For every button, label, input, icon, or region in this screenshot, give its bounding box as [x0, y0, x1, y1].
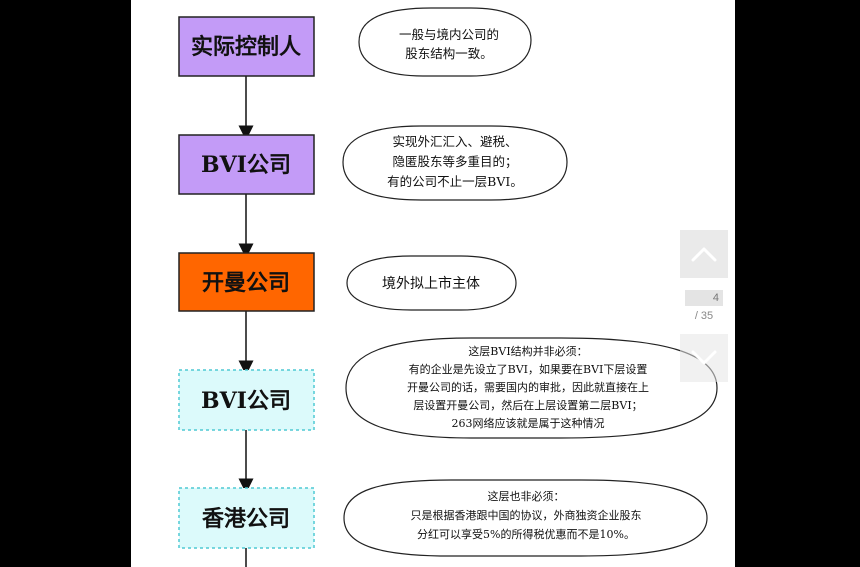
previous-page-button[interactable]: [680, 230, 728, 278]
note-text-line: 只是根据香港跟中国的协议，外商独资企业股东: [411, 508, 642, 522]
flow-box-bvi-company-optional: BVI公司: [178, 369, 315, 431]
flow-box-label: 实际控制人: [191, 34, 301, 60]
note-bubble: 一般与境内公司的 股东结构一致。: [358, 7, 532, 77]
page-navigation: 4 / 35: [680, 230, 728, 382]
note-bubble: 这层BVI结构并非必须： 有的企业是先设立了BVI，如果要在BVI下层设置 开曼…: [345, 337, 718, 439]
document-page: 实际控制人 BVI公司 开曼公司 BVI公司 香港公司 一般与境内公司的 股东结…: [131, 0, 735, 567]
note-text-line: 有的公司不止一层BVI。: [387, 174, 523, 189]
note-text-line: 263网络应该就是属于这种情况: [452, 416, 605, 430]
current-page-number[interactable]: 4: [685, 290, 723, 306]
note-text-line: 实现外汇汇入、避税、: [392, 134, 517, 149]
flow-box-label: 开曼公司: [202, 270, 290, 296]
note-text-line: 分红可以享受5%的所得税优惠而不是10%。: [417, 527, 635, 541]
note-bubble: 这层也非必须： 只是根据香港跟中国的协议，外商独资企业股东 分红可以享受5%的所…: [343, 479, 708, 557]
chevron-down-icon: [691, 350, 717, 365]
page-counter: 4 / 35: [680, 282, 728, 334]
note-text-line: 一般与境内公司的: [399, 27, 499, 42]
note-text-line: 这层也非必须：: [488, 489, 565, 503]
note-bubble: 境外拟上市主体: [346, 255, 517, 311]
ownership-structure-diagram: 实际控制人 BVI公司 开曼公司 BVI公司 香港公司 一般与境内公司的 股东结…: [178, 7, 718, 567]
flow-box-bvi-company: BVI公司: [178, 134, 315, 195]
note-text-line: 开曼公司的话，需要国内的审批，因此就直接在上: [407, 380, 649, 394]
chevron-up-icon: [691, 247, 717, 262]
note-text-line: 股东结构一致。: [405, 46, 493, 61]
note-text-line: 隐匿股东等多重目的；: [392, 154, 517, 169]
flow-box-cayman-company: 开曼公司: [178, 252, 315, 312]
note-bubble: 实现外汇汇入、避税、 隐匿股东等多重目的； 有的公司不止一层BVI。: [342, 125, 568, 201]
flow-box-label: BVI公司: [201, 388, 291, 414]
note-text-line: 境外拟上市主体: [382, 275, 480, 292]
flow-box-label: 香港公司: [202, 506, 290, 532]
note-text-line: 有的企业是先设立了BVI，如果要在BVI下层设置: [409, 362, 648, 376]
flow-box-hk-company: 香港公司: [178, 487, 315, 549]
note-text-line: 这层BVI结构并非必须：: [468, 344, 587, 358]
next-page-button[interactable]: [680, 334, 728, 382]
flow-box-actual-controller: 实际控制人: [178, 16, 315, 77]
total-pages: / 35: [694, 310, 714, 322]
note-text-line: 层设置开曼公司，然后在上层设置第二层BVI；: [413, 398, 642, 412]
flow-box-label: BVI公司: [201, 152, 291, 178]
